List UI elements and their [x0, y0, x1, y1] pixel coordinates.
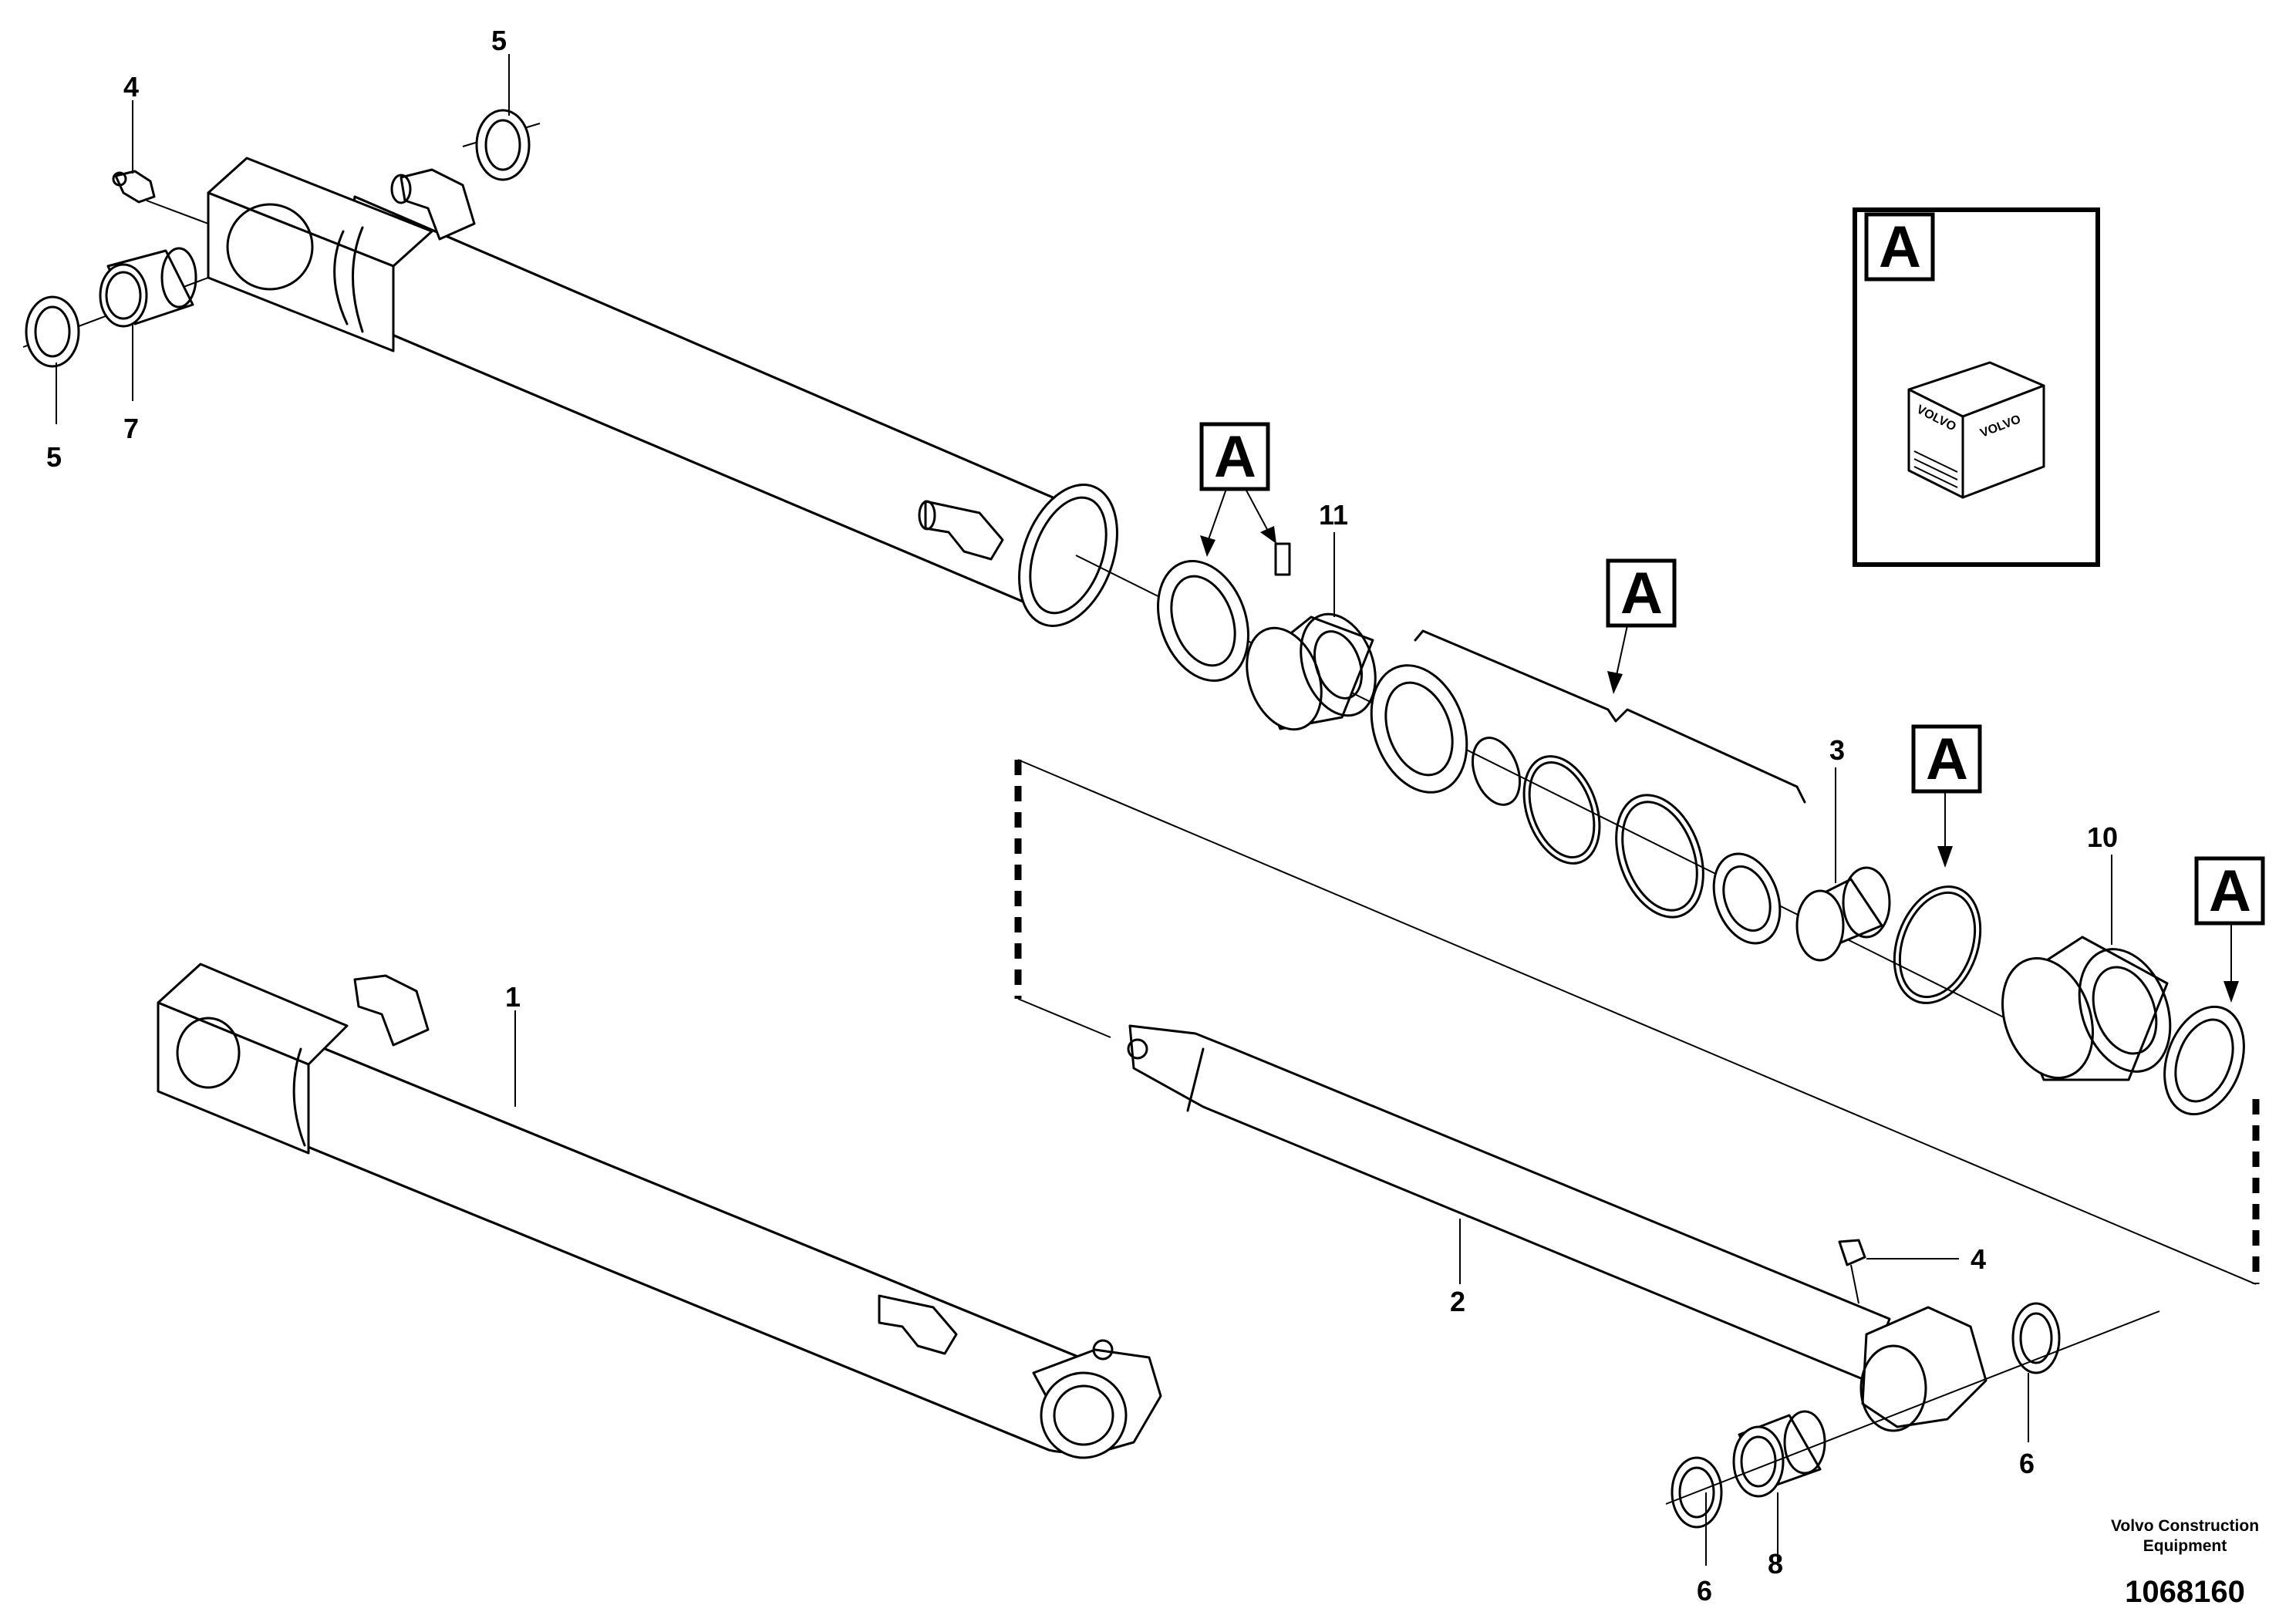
- callout-6-right: 6: [2019, 1448, 2035, 1479]
- lock-screw: [1274, 542, 1291, 576]
- bushing-8: [1732, 1410, 1826, 1498]
- seal-kit-box-9: A VOLVO VOLVO: [1853, 207, 2100, 567]
- seal-6-right: [2011, 1302, 2061, 1374]
- callout-5-left: 5: [46, 441, 62, 473]
- bushing-7: [99, 247, 197, 328]
- callout-3: 3: [1829, 734, 1845, 766]
- kit-marker-o-ring: A: [1911, 724, 1982, 868]
- svg-text:A: A: [1214, 424, 1256, 490]
- kit-package-icon: VOLVO VOLVO: [1907, 361, 2045, 499]
- grease-nipple-4-top: [112, 170, 156, 204]
- grease-nipple-4-bottom: [1838, 1239, 1866, 1304]
- cylinder-head-10: [2001, 936, 2172, 1081]
- svg-text:A: A: [1879, 214, 1921, 280]
- piston-rod-2: [1127, 1024, 1988, 1432]
- svg-text:A: A: [2209, 858, 2251, 924]
- cylinder-barrel-exploded: [207, 157, 1118, 627]
- callout-4-top: 4: [123, 71, 139, 103]
- piston-seal: [1157, 560, 1249, 682]
- callout-8: 8: [1768, 1548, 1783, 1580]
- hydraulic-cylinder-1: [157, 963, 1162, 1459]
- kit-marker-piston-seal: A: [1199, 422, 1276, 557]
- o-ring: [1893, 885, 1982, 1004]
- guide-ring-3: [1795, 866, 1891, 962]
- wiper-seal: [2163, 1005, 2245, 1116]
- callout-10: 10: [2087, 821, 2118, 853]
- footer-company: Volvo Construction Equipment: [2110, 1517, 2260, 1555]
- callout-1: 1: [505, 981, 521, 1013]
- seal-5-left: [25, 295, 80, 368]
- callout-6-left: 6: [1697, 1575, 1712, 1607]
- seal-5-top: [475, 109, 531, 181]
- piston-11: [1246, 612, 1377, 731]
- callout-5-top: 5: [491, 25, 507, 56]
- kit-marker-wiper: A: [2194, 856, 2265, 1003]
- rod-group-frame: [1014, 759, 2260, 1285]
- callout-2: 2: [1450, 1286, 1465, 1317]
- kit-marker-seal-set: A: [1606, 558, 1677, 694]
- seal-set-bracket: [1414, 629, 1806, 804]
- svg-text:A: A: [1620, 561, 1663, 626]
- callout-11: 11: [1319, 499, 1348, 531]
- callout-4-bottom: 4: [1971, 1243, 1986, 1275]
- callout-7: 7: [123, 413, 139, 444]
- seal-set: [1370, 664, 1782, 945]
- drawing-number: 1068160: [2125, 1575, 2245, 1609]
- svg-text:A: A: [1926, 727, 1968, 792]
